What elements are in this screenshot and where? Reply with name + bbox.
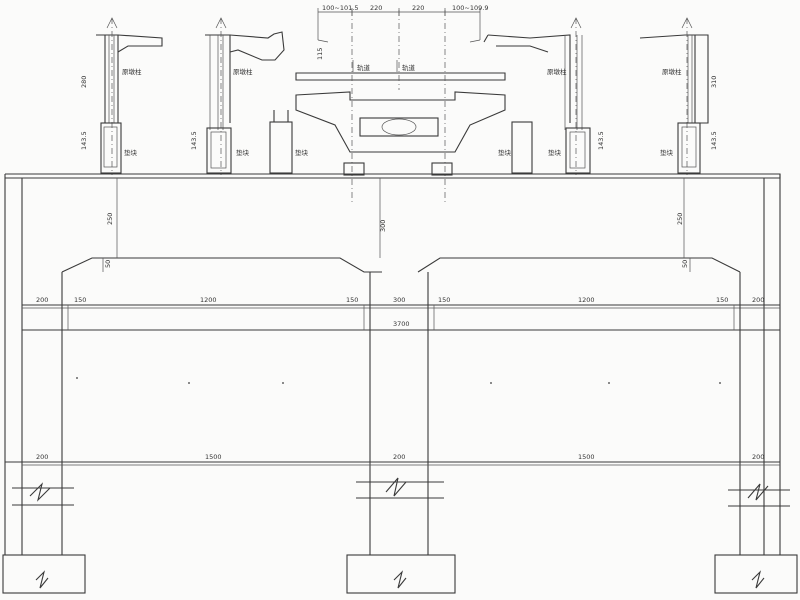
dim-bottom-right-bay: 1500 bbox=[578, 453, 595, 461]
label-bearing-2: 垫块 bbox=[236, 148, 250, 157]
label-bearing-1: 垫块 bbox=[124, 148, 138, 157]
right-outer-pier bbox=[639, 17, 709, 175]
dim-top-right-offset: 100~109.9 bbox=[452, 4, 488, 12]
label-right-inner-pier: 原墩柱 bbox=[547, 67, 567, 76]
dim-haunch-left: 50 bbox=[104, 260, 112, 268]
dim-span-right-edge: 200 bbox=[752, 296, 764, 304]
dim-span-right-haunch-l: 150 bbox=[438, 296, 450, 304]
dim-top-left-half: 220 bbox=[370, 4, 382, 12]
right-inner-pier bbox=[483, 17, 591, 175]
left-outer-pier bbox=[96, 17, 163, 175]
label-left-outer-pier: 原墩柱 bbox=[122, 67, 142, 76]
dimension-texts: 100~101.5 220 220 100~109.9 115 原墩柱 原墩柱 … bbox=[36, 4, 764, 461]
dim-span-total: 3700 bbox=[393, 320, 410, 328]
dim-bottom-center-col: 200 bbox=[393, 453, 405, 461]
top-dimension-line bbox=[317, 8, 481, 43]
dim-cap-center: 300 bbox=[379, 220, 387, 232]
dim-span-center-gap: 300 bbox=[393, 296, 405, 304]
label-bearing-4: 垫块 bbox=[498, 148, 512, 157]
dim-bottom-left-col: 200 bbox=[36, 453, 48, 461]
dim-span-right: 1200 bbox=[578, 296, 595, 304]
label-center-2: 轨道 bbox=[402, 63, 416, 72]
dim-span-left: 1200 bbox=[200, 296, 217, 304]
label-center-1: 轨道 bbox=[357, 63, 371, 72]
left-inner-pier bbox=[205, 17, 293, 175]
dim-bottom-left-bay: 1500 bbox=[205, 453, 222, 461]
dim-h-left-inner2: 143.5 bbox=[190, 131, 198, 150]
dim-cap-left: 250 bbox=[106, 213, 114, 225]
dim-span-left-haunch-r: 150 bbox=[346, 296, 358, 304]
dim-h-right-inner: 143.5 bbox=[597, 131, 605, 150]
dim-top-left-offset: 100~101.5 bbox=[322, 4, 358, 12]
dim-span-right-haunch-r: 150 bbox=[716, 296, 728, 304]
dim-haunch-right: 50 bbox=[681, 260, 689, 268]
label-bearing-3: 垫块 bbox=[295, 148, 309, 157]
label-bearing-6: 垫块 bbox=[660, 148, 674, 157]
existing-bridge bbox=[96, 8, 709, 205]
dim-h-left-inner: 143.5 bbox=[80, 131, 88, 150]
dim-bottom-right-col: 200 bbox=[752, 453, 764, 461]
new-portal-frame bbox=[2, 173, 798, 594]
dim-h-right-top: 310 bbox=[710, 76, 718, 88]
dim-top-right-half: 220 bbox=[412, 4, 424, 12]
label-right-outer-pier: 原墩柱 bbox=[662, 67, 682, 76]
label-left-inner-pier: 原墩柱 bbox=[233, 67, 253, 76]
label-bearing-5: 垫块 bbox=[548, 148, 562, 157]
dim-span-left-haunch: 150 bbox=[74, 296, 86, 304]
dim-cap-right: 250 bbox=[676, 213, 684, 225]
dim-center-height: 115 bbox=[316, 48, 324, 60]
dim-h-right-outer: 143.5 bbox=[710, 131, 718, 150]
dim-span-left-edge: 200 bbox=[36, 296, 48, 304]
center-crossbeam bbox=[295, 10, 506, 205]
dim-h-left-outer: 280 bbox=[80, 76, 88, 88]
